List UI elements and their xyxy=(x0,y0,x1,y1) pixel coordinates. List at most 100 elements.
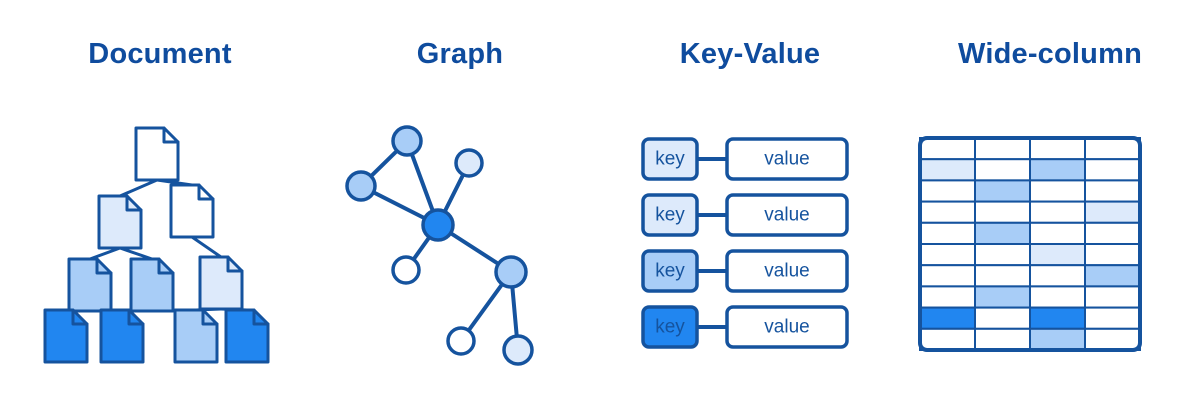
wide-column-cell[interactable] xyxy=(919,221,976,246)
wide-column-cell[interactable] xyxy=(974,306,1031,330)
key-label: key xyxy=(655,317,685,338)
panel-wide-column: Wide-column xyxy=(900,0,1200,401)
wide-column-cell[interactable] xyxy=(974,200,1031,224)
wide-column-cell[interactable] xyxy=(1084,221,1141,246)
wide-column-cell[interactable] xyxy=(974,179,1031,203)
graph-node[interactable] xyxy=(391,255,421,285)
wide-column-cell[interactable] xyxy=(1029,327,1086,351)
document-node xyxy=(173,308,219,364)
wide-column-cell[interactable] xyxy=(1029,158,1086,182)
document-node xyxy=(134,126,180,182)
value-label: value xyxy=(764,261,809,282)
wide-column-cell[interactable] xyxy=(1029,200,1086,224)
document-page-fold-icon xyxy=(162,126,180,144)
document-page-fold-icon xyxy=(125,194,143,212)
value-label: value xyxy=(764,317,809,338)
value-label: value xyxy=(764,205,809,226)
wide-column-cell[interactable] xyxy=(1084,243,1141,267)
value-box[interactable] xyxy=(725,305,849,349)
wide-column-cell[interactable] xyxy=(1029,137,1086,161)
value-box[interactable] xyxy=(725,137,849,181)
key-box[interactable] xyxy=(641,249,699,293)
document-node xyxy=(67,257,113,313)
wide-column-cell[interactable] xyxy=(1029,306,1086,330)
wide-column-cell[interactable] xyxy=(1084,179,1141,203)
document-node xyxy=(224,308,270,364)
wide-column-cell[interactable] xyxy=(1029,243,1086,267)
key-value-row: key value xyxy=(641,193,849,237)
wide-column-cell[interactable] xyxy=(1084,264,1141,288)
panel-document: Document xyxy=(0,0,320,401)
wide-column-cell[interactable] xyxy=(1084,327,1141,351)
document-edge xyxy=(88,246,122,261)
wide-column-cell[interactable] xyxy=(919,158,976,182)
wide-column-art xyxy=(900,105,1200,375)
wide-column-cell[interactable] xyxy=(974,285,1031,309)
document-edge xyxy=(118,178,159,198)
wide-column-cell[interactable] xyxy=(1084,306,1141,330)
wide-column-cell[interactable] xyxy=(1029,179,1086,203)
document-node xyxy=(97,194,143,250)
wide-column-cell[interactable] xyxy=(974,264,1031,288)
document-page-fold-icon xyxy=(201,308,219,326)
panel-title-graph: Graph xyxy=(416,38,504,70)
wide-column-cell[interactable] xyxy=(974,243,1031,267)
document-node xyxy=(198,255,244,311)
key-label: key xyxy=(655,261,685,282)
wide-column-cell[interactable] xyxy=(919,243,976,267)
document-node xyxy=(43,308,89,364)
graph-node[interactable] xyxy=(446,326,476,356)
document-page-shape xyxy=(198,255,244,311)
key-value-row: key value xyxy=(641,305,849,349)
wide-column-cell[interactable] xyxy=(919,137,976,161)
wide-column-cell[interactable] xyxy=(974,137,1031,161)
value-box[interactable] xyxy=(725,249,849,293)
wide-column-cell[interactable] xyxy=(919,264,976,288)
wide-column-cell[interactable] xyxy=(919,306,976,330)
wide-column-cell[interactable] xyxy=(1084,137,1141,161)
document-page-shape xyxy=(173,308,219,364)
key-box[interactable] xyxy=(641,137,699,181)
document-page-shape xyxy=(129,257,175,313)
document-tree-art xyxy=(0,105,320,375)
key-label: key xyxy=(655,205,685,226)
document-page-shape xyxy=(43,308,89,364)
wide-column-cell[interactable] xyxy=(1084,158,1141,182)
graph-node[interactable] xyxy=(502,334,534,366)
graph-node[interactable] xyxy=(421,208,455,242)
graph-node[interactable] xyxy=(494,255,528,289)
document-page-shape xyxy=(134,126,180,182)
key-box[interactable] xyxy=(641,305,699,349)
wide-column-cell[interactable] xyxy=(919,327,976,351)
wide-column-cell[interactable] xyxy=(974,327,1031,351)
wide-column-cell[interactable] xyxy=(974,158,1031,182)
wide-column-cell[interactable] xyxy=(1029,264,1086,288)
graph-node[interactable] xyxy=(391,125,423,157)
document-node xyxy=(169,183,215,239)
key-value-row: key value xyxy=(641,249,849,293)
document-page-fold-icon xyxy=(71,308,89,326)
graph-node[interactable] xyxy=(454,148,484,178)
panel-graph: Graph xyxy=(320,0,600,401)
wide-column-cell[interactable] xyxy=(919,285,976,309)
document-page-shape xyxy=(97,194,143,250)
wide-column-cell[interactable] xyxy=(1084,200,1141,224)
wide-column-cell[interactable] xyxy=(1029,285,1086,309)
wide-column-cell[interactable] xyxy=(1084,285,1141,309)
document-edge xyxy=(190,235,223,259)
wide-column-cell[interactable] xyxy=(974,221,1031,246)
key-box[interactable] xyxy=(641,193,699,237)
panel-title-wide-column: Wide-column xyxy=(958,38,1142,70)
document-page-shape xyxy=(169,183,215,239)
wide-column-cell[interactable] xyxy=(919,179,976,203)
wide-column-cell[interactable] xyxy=(919,200,976,224)
value-box[interactable] xyxy=(725,193,849,237)
wide-column-outline xyxy=(918,136,1142,352)
document-node xyxy=(99,308,145,364)
value-label: value xyxy=(764,149,809,170)
graph-node[interactable] xyxy=(345,170,377,202)
graph-network-art xyxy=(320,105,600,375)
wide-column-cell[interactable] xyxy=(1029,221,1086,246)
